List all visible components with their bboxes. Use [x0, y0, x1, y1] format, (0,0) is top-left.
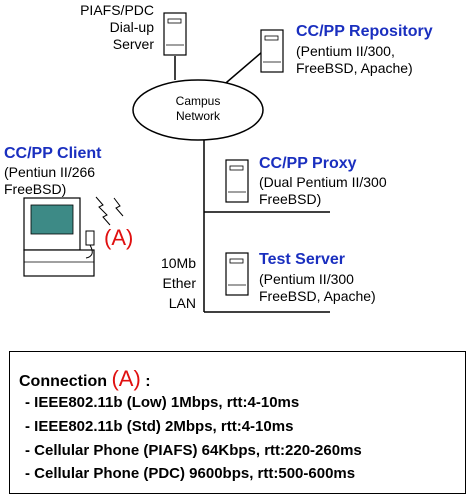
wireless-signal-icon-2	[113, 197, 124, 217]
lan-line-2: Ether	[162, 275, 196, 291]
test-server-spec-1: (Pentium II/300	[259, 271, 354, 287]
proxy-server-icon	[225, 159, 249, 203]
dialup-line-3: Server	[112, 36, 154, 52]
dialup-server-label: PIAFS/PDC Dial-up Server	[56, 2, 154, 53]
test-server-spec-2: FreeBSD, Apache)	[259, 288, 376, 304]
legend-marker-a: (A)	[111, 366, 141, 391]
client-marker-a: (A)	[104, 225, 134, 250]
wireless-signal-icon	[95, 196, 111, 226]
client-spec-1: (Pentiun II/266	[4, 164, 96, 180]
client-title: CC/PP Client	[4, 145, 102, 162]
lan-line-3: LAN	[168, 295, 196, 311]
proxy-label: CC/PP Proxy (Dual Pentium II/300 FreeBSD…	[259, 155, 387, 208]
repository-title: CC/PP Repository	[296, 23, 433, 40]
repository-spec-2: FreeBSD, Apache)	[296, 60, 413, 76]
legend-row-2: - IEEE802.11b (Std) 2Mbps, rtt:4-10ms	[25, 418, 294, 435]
proxy-spec-1: (Dual Pentium II/300	[259, 174, 387, 190]
lan-line-1: 10Mb	[160, 255, 196, 271]
campus-network-label: Campus Network	[158, 94, 238, 124]
legend-suffix: :	[145, 373, 151, 390]
test-server-label: Test Server (Pentium II/300 FreeBSD, Apa…	[259, 251, 376, 305]
legend-title-text: Connection	[19, 373, 107, 390]
lan-label: 10Mb Ether LAN	[156, 253, 196, 313]
legend-row-3: - Cellular Phone (PIAFS) 64Kbps, rtt:220…	[25, 442, 362, 459]
dialup-line-1: PIAFS/PDC	[80, 2, 154, 18]
proxy-spec-2: FreeBSD)	[259, 191, 322, 207]
legend-row-1: - IEEE802.11b (Low) 1Mbps, rtt:4-10ms	[25, 394, 300, 411]
client-spec-2: FreeBSD)	[4, 181, 67, 197]
repository-spec-1: (Pentium II/300,	[296, 43, 395, 59]
proxy-title: CC/PP Proxy	[259, 155, 357, 172]
laptop-icon	[23, 197, 95, 277]
connection-legend: Connection (A) : - IEEE802.11b (Low) 1Mb…	[9, 351, 466, 494]
legend-row-4: - Cellular Phone (PDC) 9600bps, rtt:500-…	[25, 465, 356, 482]
test-server-title: Test Server	[259, 251, 345, 268]
repository-label: CC/PP Repository (Pentium II/300, FreeBS…	[296, 23, 433, 77]
dialup-server-icon	[163, 12, 187, 56]
legend-title: Connection (A) :	[19, 368, 151, 391]
repository-link	[219, 51, 263, 89]
network-label-line-1: Campus	[175, 94, 221, 108]
campus-network-ellipse	[132, 79, 264, 141]
test-server-icon	[225, 252, 249, 296]
network-label-line-2: Network	[175, 109, 220, 123]
repository-server-icon	[260, 29, 284, 73]
client-label: CC/PP Client (Pentiun II/266 FreeBSD)	[4, 145, 102, 198]
dialup-line-2: Dial-up	[109, 19, 154, 35]
